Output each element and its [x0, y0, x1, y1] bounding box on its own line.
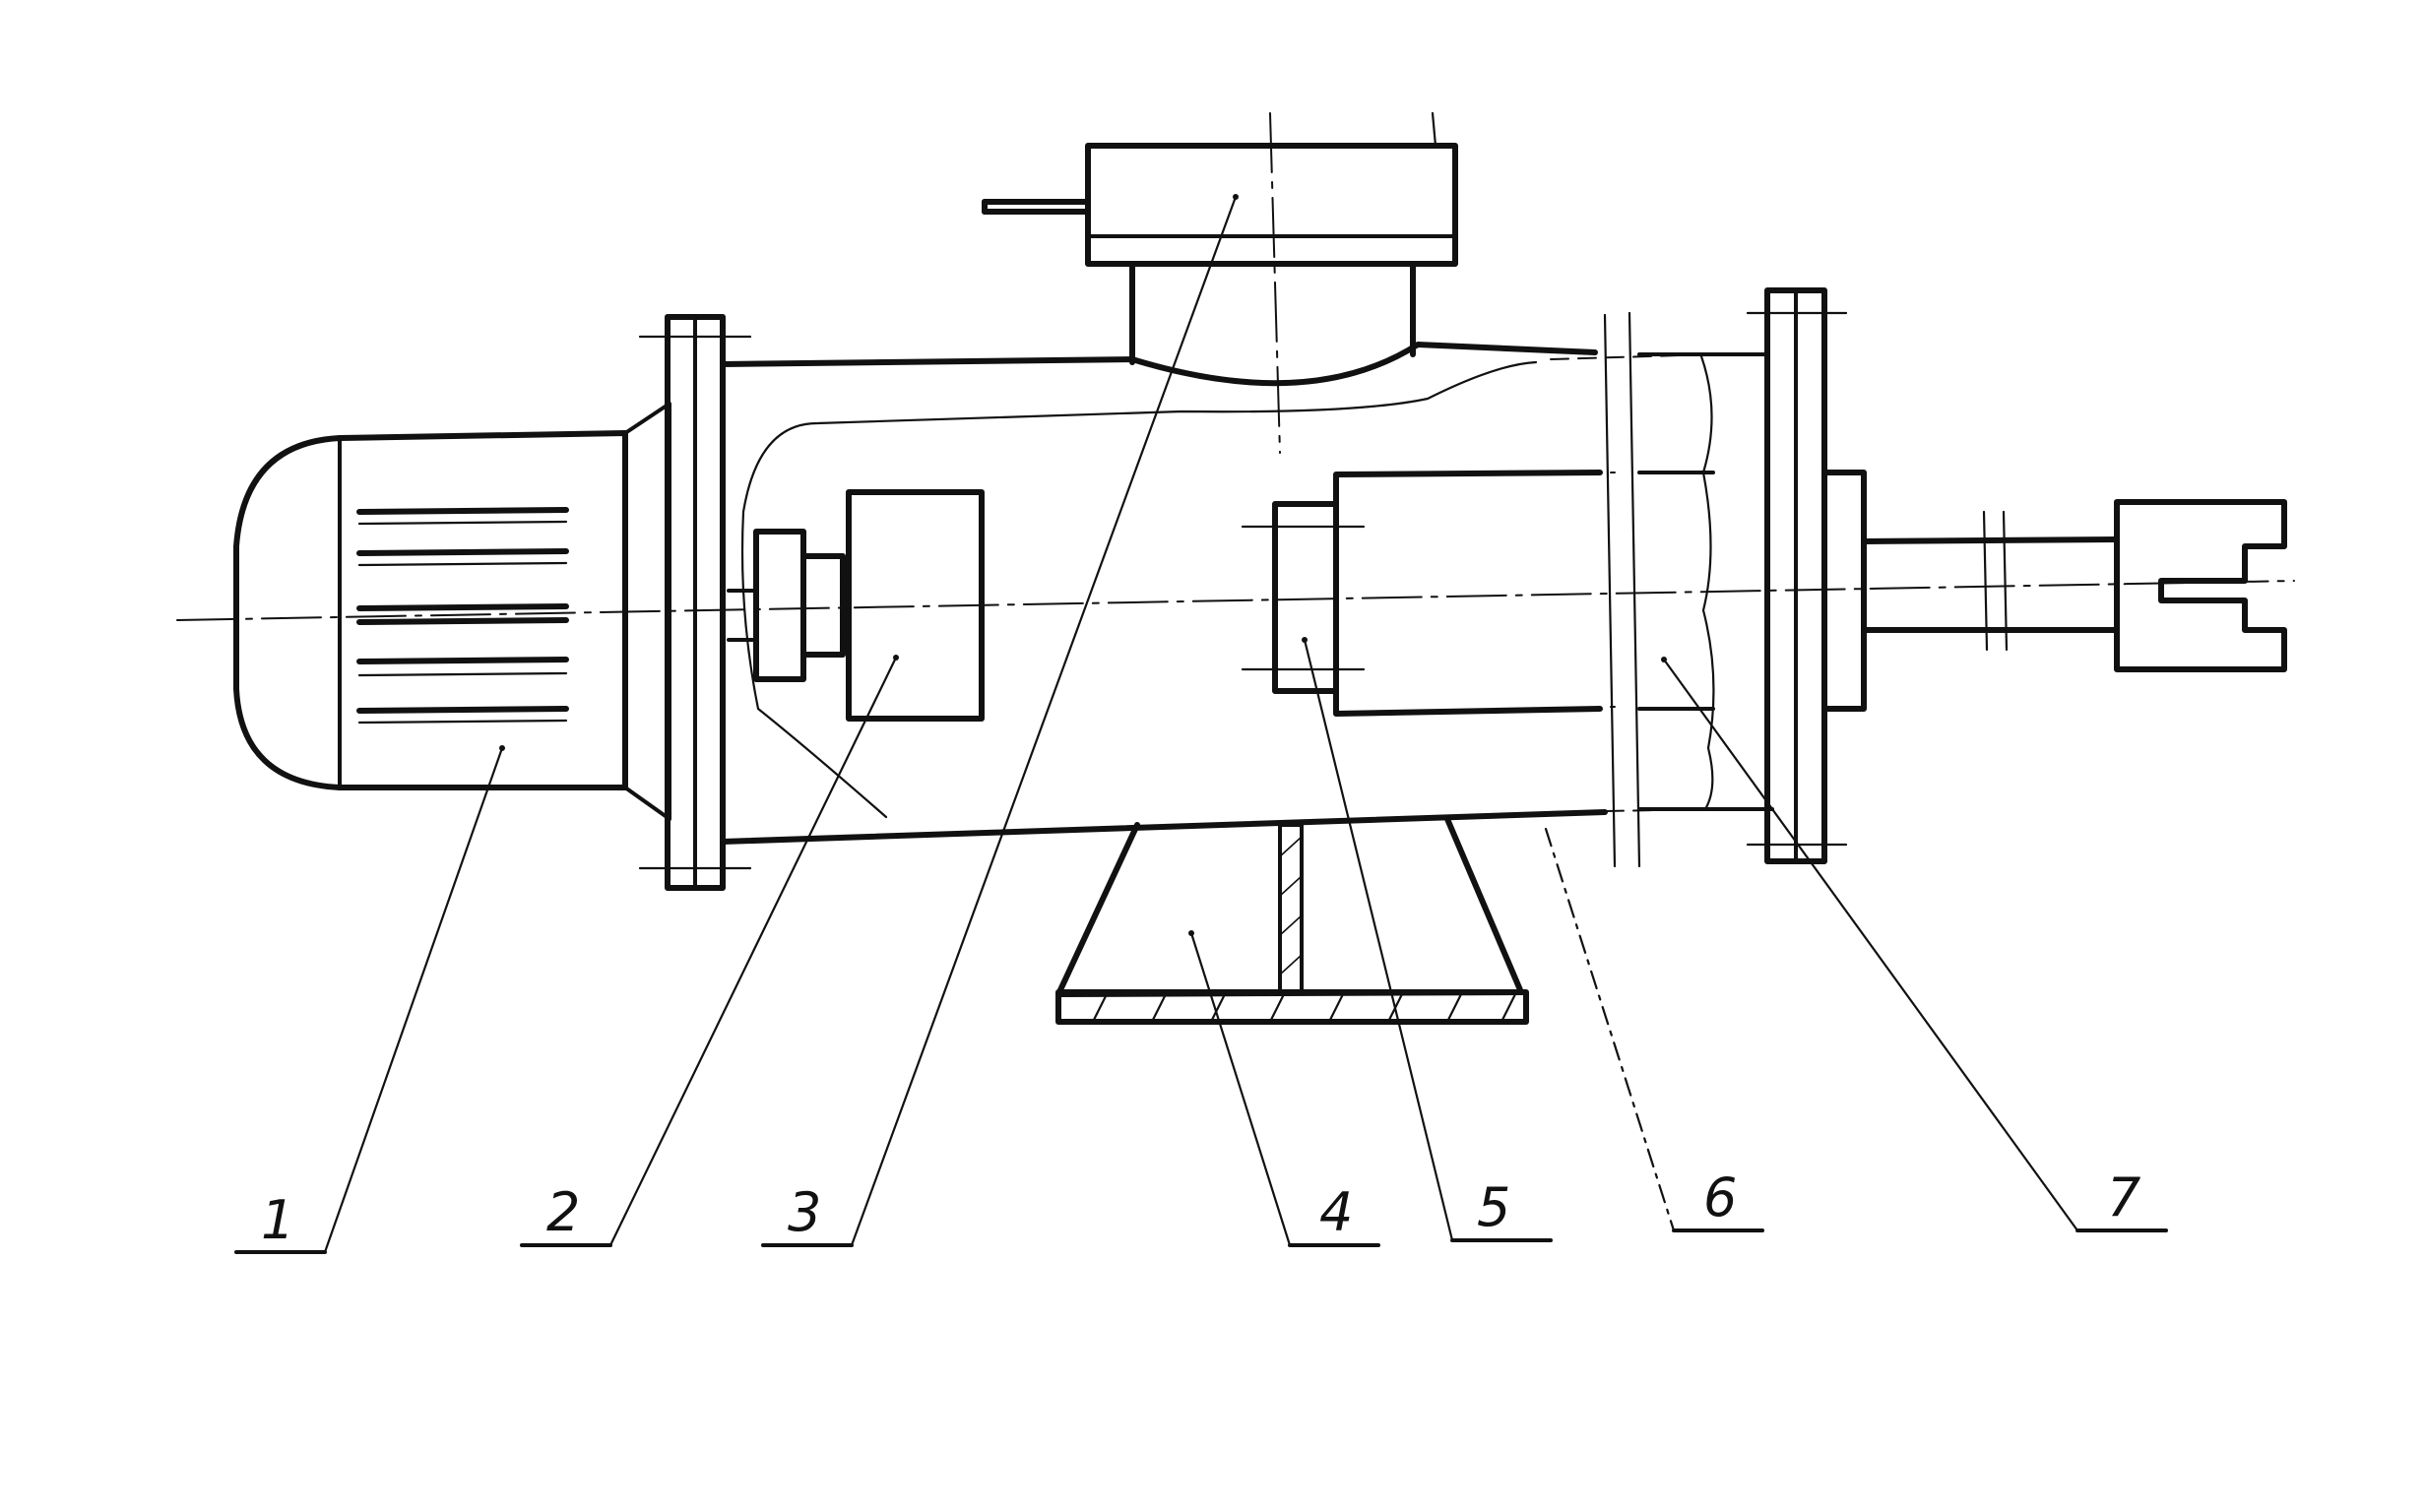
leader-lines [323, 195, 2079, 1254]
coupling-impeller [727, 489, 985, 722]
output-shaft [1861, 499, 2287, 672]
top-housing [982, 111, 1458, 454]
callout-label-7: 7 [2107, 1166, 2140, 1228]
main-centerline [176, 580, 2295, 621]
callout-label-5: 5 [1477, 1176, 1510, 1238]
end-flange [1746, 287, 1867, 864]
callout-label-3: 3 [788, 1181, 821, 1243]
section-cutaway-line [740, 360, 1538, 819]
motor-cooling-fins [356, 507, 569, 724]
casing [720, 311, 1774, 868]
support-stand [1055, 816, 1529, 1025]
leader-dots [499, 194, 1667, 936]
callout-underlines [234, 1228, 2168, 1254]
callout-label-6: 6 [1703, 1166, 1737, 1228]
inner-rotor [1241, 470, 1603, 717]
callout-label-1: 1 [261, 1189, 294, 1251]
callout-label-4: 4 [1319, 1181, 1353, 1243]
left-flange [638, 314, 752, 891]
callout-label-2: 2 [546, 1181, 580, 1243]
